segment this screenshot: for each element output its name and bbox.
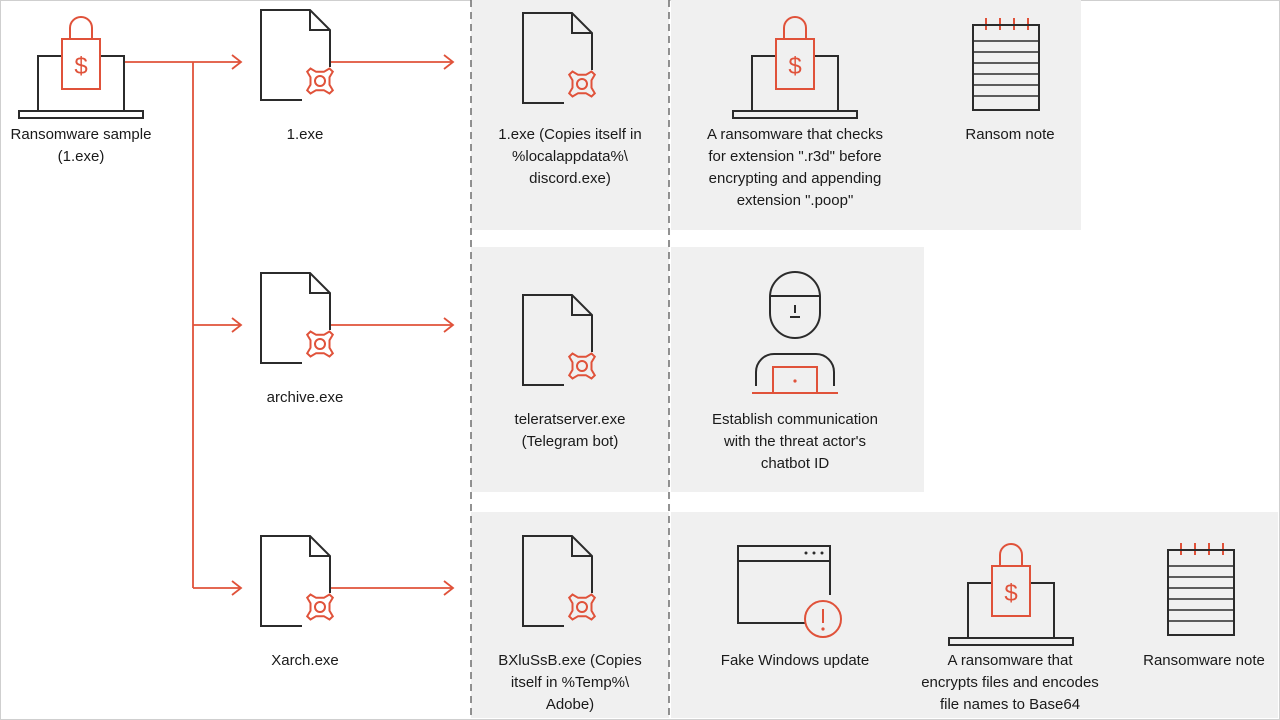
stage2-label-line: 1.exe (Copies itself in	[498, 126, 642, 143]
warning-window-icon	[737, 545, 842, 638]
stage3-label-ransomware-note: Ransomware note	[1143, 652, 1265, 669]
svg-text:$: $	[74, 53, 87, 80]
stage3-label-line: file names to Base64	[939, 696, 1081, 713]
stage2-label-line: %localappdata%\	[512, 148, 628, 165]
panel-row1-stage2	[471, 0, 669, 230]
stage2-label-telerat: teleratserver.exe (Telegram bot)	[471, 409, 669, 453]
stage2-label-line: discord.exe)	[529, 170, 611, 187]
stage3-label-line: A ransomware that	[947, 652, 1073, 669]
stage3-label-line: encrypts files and encodes	[921, 674, 1099, 691]
stage3-label-ransom-note: Ransom note	[965, 126, 1055, 143]
stage1-label-archive: archive.exe	[266, 389, 344, 406]
file-gear-icon	[522, 294, 597, 386]
file-gear-icon	[522, 535, 597, 627]
file-gear-icon	[260, 9, 335, 101]
stage3-label-line: with the threat actor's	[723, 433, 867, 450]
stage3-label-line: Establish communication	[712, 411, 878, 428]
notepad-icon	[1167, 543, 1235, 636]
stage1-label-1exe: 1.exe	[286, 126, 324, 143]
panel-row2-stage3	[671, 247, 924, 492]
source-label-line: (1.exe)	[57, 148, 105, 165]
arrowhead-1exe	[231, 54, 243, 70]
hacker-icon	[752, 271, 838, 394]
stage3-label-line: for extension ".r3d" before	[708, 148, 882, 165]
file-gear-icon	[260, 272, 335, 364]
stage1-label-xarch: Xarch.exe	[271, 652, 339, 669]
file-gear-icon	[260, 535, 335, 627]
laptop-lock-icon: $	[948, 543, 1074, 646]
file-gear-icon	[522, 12, 597, 104]
stage2-label-line: BXluSsB.exe (Copies	[498, 652, 642, 669]
stage3-label-line: A ransomware that checks	[707, 126, 883, 143]
stage3-label-line: chatbot ID	[760, 455, 830, 472]
panel-row1-stage3	[671, 0, 1081, 230]
arrowhead-telerat	[443, 317, 455, 333]
svg-text:$: $	[1004, 580, 1017, 607]
stage2-label-discord: 1.exe (Copies itself in %localappdata%\ …	[471, 124, 669, 190]
stage2-label-line: Adobe)	[545, 696, 595, 713]
svg-text:$: $	[788, 53, 801, 80]
arrowhead-archive	[231, 317, 243, 333]
stage3-label-line: encrypting and appending	[708, 170, 882, 187]
stage3-label-ransomware-r3d: A ransomware that checks for extension "…	[680, 124, 910, 212]
stage3-label-line: extension ".poop"	[736, 192, 854, 209]
notepad-icon	[972, 18, 1040, 111]
stage3-label-communication: Establish communication with the threat …	[680, 409, 910, 475]
stage2-label-bxlussb: BXluSsB.exe (Copies itself in %Temp%\ Ad…	[471, 650, 669, 716]
arrowhead-xarch	[231, 580, 243, 596]
source-label: Ransomware sample (1.exe)	[1, 124, 161, 168]
panel-row2-stage2	[471, 247, 669, 492]
source-label-line: Ransomware sample	[10, 126, 152, 143]
laptop-lock-icon: $	[732, 16, 858, 119]
stage2-label-line: teleratserver.exe	[514, 411, 626, 428]
stage3-label-fake-update: Fake Windows update	[720, 652, 870, 669]
stage2-label-line: (Telegram bot)	[521, 433, 619, 450]
arrowhead-discord	[443, 54, 455, 70]
stage3-label-ransomware-base64: A ransomware that encrypts files and enc…	[895, 650, 1125, 716]
stage2-label-line: itself in %Temp%\	[510, 674, 630, 691]
laptop-lock-icon: $	[18, 16, 144, 119]
arrowhead-bxlussb	[443, 580, 455, 596]
